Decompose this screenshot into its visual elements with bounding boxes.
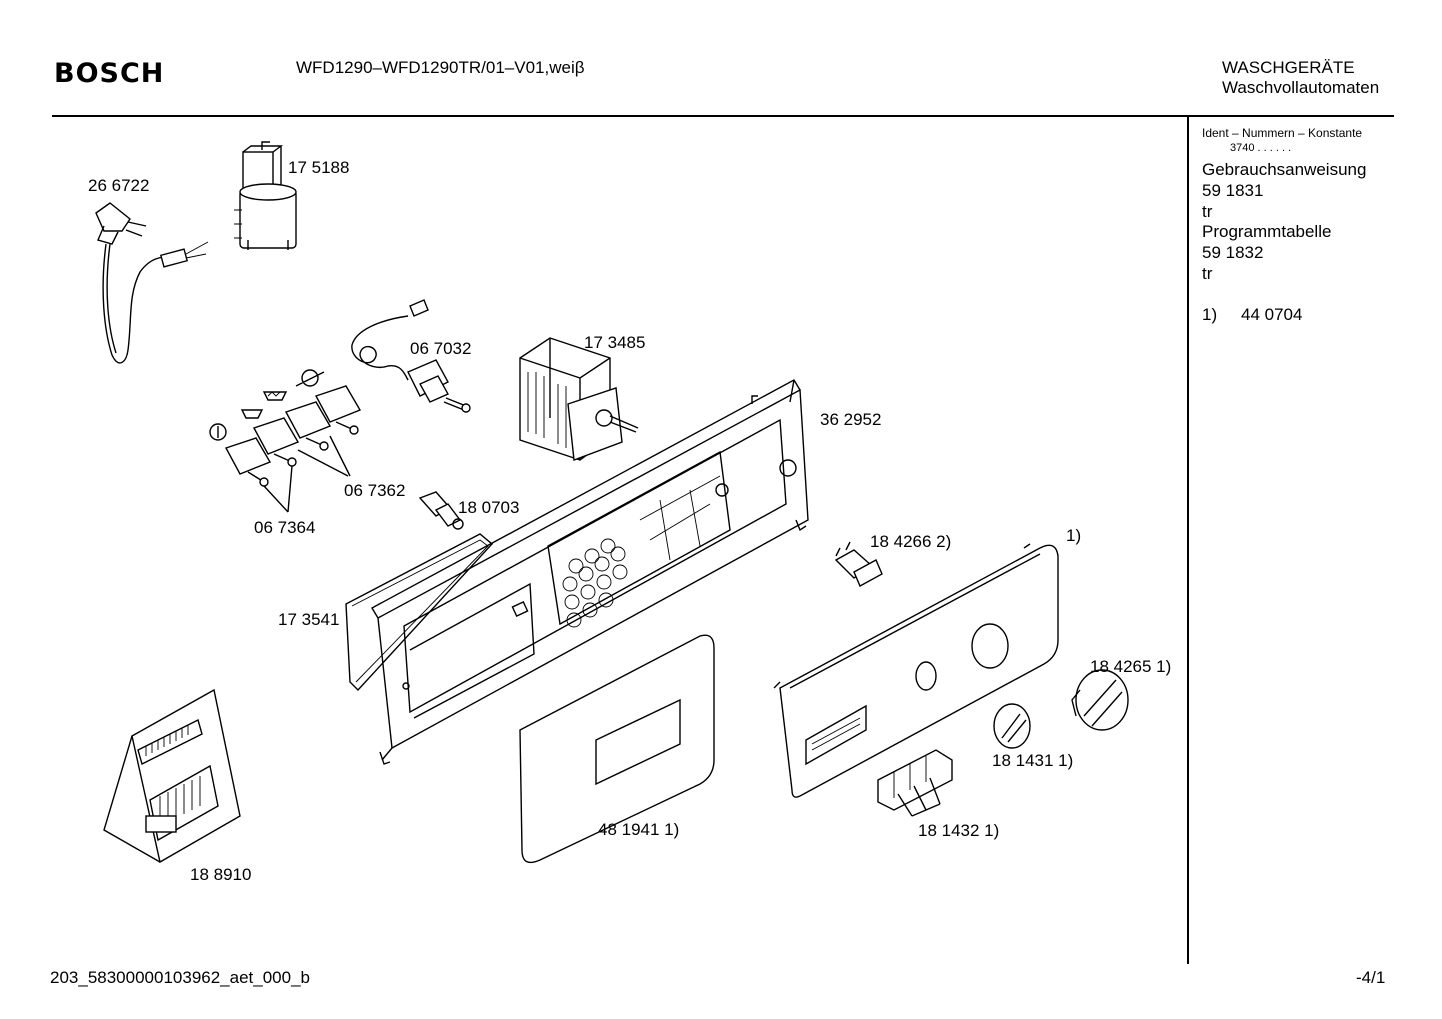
part-label-173485: 17 3485 bbox=[584, 333, 645, 352]
footnote-value: 44 0704 bbox=[1241, 305, 1303, 324]
indicator-lamp-part bbox=[418, 491, 464, 530]
control-panel-frame-part bbox=[371, 379, 809, 765]
part-label-181431: 18 1431 1) bbox=[992, 751, 1073, 770]
doc1-lang: tr bbox=[1202, 202, 1213, 221]
category-subtitle: Waschvollautomaten bbox=[1222, 78, 1380, 97]
brand-logo: BOSCH bbox=[54, 58, 165, 89]
part-label-175188: 17 5188 bbox=[288, 158, 349, 177]
document-id: 203_58300000103962_aet_000_b bbox=[50, 968, 310, 987]
page-number: -4/1 bbox=[1356, 968, 1386, 987]
part-label-481941: 48 1941 1) bbox=[598, 820, 679, 839]
part-label-266722: 26 6722 bbox=[88, 176, 149, 195]
temperature-knob-part bbox=[993, 703, 1031, 749]
footnote-marker: 1) bbox=[1202, 305, 1218, 324]
interference-suppressor-part bbox=[234, 141, 297, 250]
doc2-lang: tr bbox=[1202, 264, 1213, 283]
part-label-067362: 06 7362 bbox=[344, 481, 405, 500]
program-knob-part bbox=[1071, 669, 1129, 731]
thermostat-part bbox=[351, 299, 471, 413]
doc2-number: 59 1832 bbox=[1202, 243, 1264, 262]
doc1-title: Gebrauchsanweisung bbox=[1202, 160, 1367, 179]
part-label-180703: 18 0703 bbox=[458, 498, 519, 517]
ident-title: Ident – Nummern – Konstante bbox=[1202, 126, 1363, 140]
part-label-184266: 18 4266 2) bbox=[870, 532, 951, 551]
ident-value: 3740 . . . . . . bbox=[1230, 142, 1292, 154]
part-label-173541: 17 3541 bbox=[278, 610, 339, 629]
part-label-067032: 06 7032 bbox=[410, 339, 471, 358]
part-label-184265: 18 4265 1) bbox=[1090, 657, 1171, 676]
part-label-181432: 18 1432 1) bbox=[918, 821, 999, 840]
part-label-362952: 36 2952 bbox=[820, 410, 881, 429]
lamp-socket-part bbox=[834, 541, 883, 587]
program-timer-part bbox=[519, 337, 639, 461]
part-label-188910: 18 8910 bbox=[190, 865, 251, 884]
side-panel-divider bbox=[1187, 116, 1189, 964]
push-button-set-part bbox=[877, 749, 953, 817]
detergent-drawer-handle-part bbox=[519, 634, 715, 864]
control-panel-fascia-part bbox=[773, 543, 1059, 798]
model-title: WFD1290–WFD1290TR/01–V01,weiβ bbox=[296, 58, 585, 77]
power-cord-part bbox=[95, 202, 209, 364]
header-divider bbox=[52, 115, 1394, 117]
category-title: WASCHGERÄTE bbox=[1222, 58, 1355, 77]
electronic-module-part bbox=[103, 688, 241, 864]
doc2-title: Programmtabelle bbox=[1202, 222, 1332, 241]
part-label-footnote: 1) bbox=[1066, 526, 1081, 545]
display-gasket-part bbox=[345, 533, 494, 692]
doc1-number: 59 1831 bbox=[1202, 181, 1264, 200]
push-switch-group-part bbox=[209, 369, 362, 513]
part-label-067364: 06 7364 bbox=[254, 518, 315, 537]
